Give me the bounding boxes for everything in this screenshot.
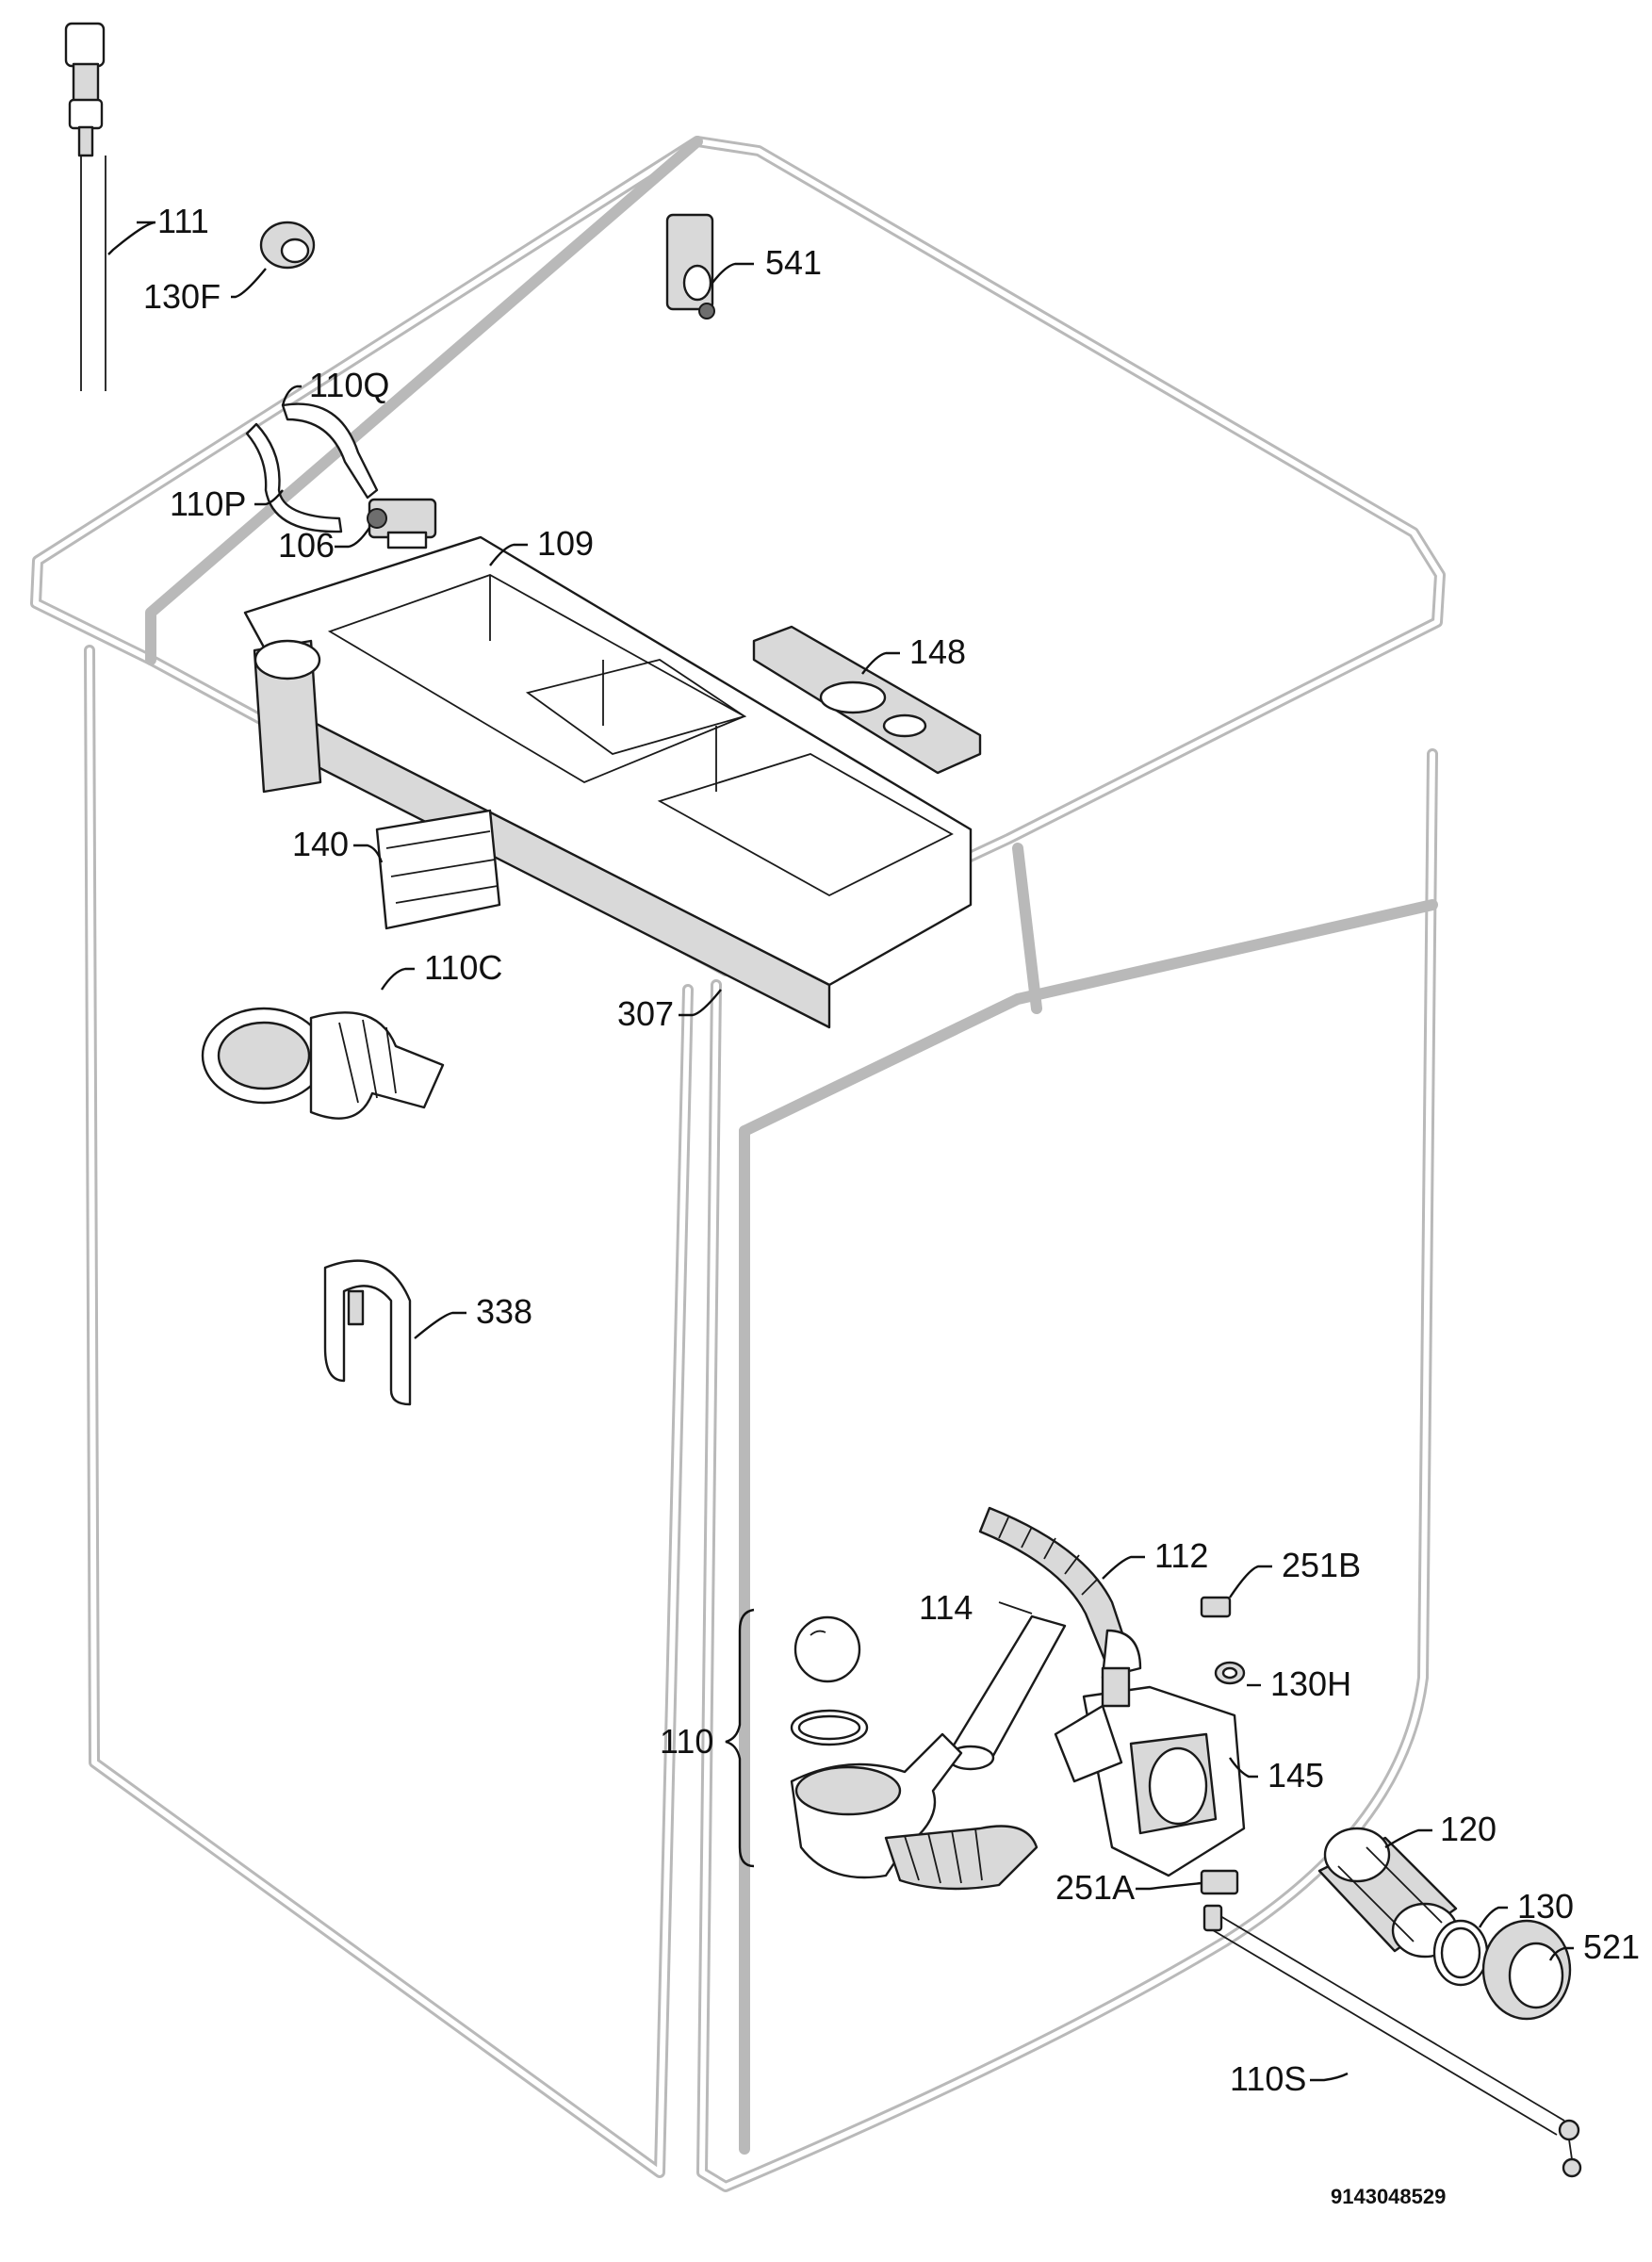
callout-521: 521 (1583, 1927, 1640, 1966)
dispenser-housing-109-307 (243, 535, 973, 1029)
leader-lines (107, 221, 1574, 2082)
clip-251A (1200, 1869, 1239, 1895)
bellows-hose-110C (201, 1007, 445, 1120)
gasket-130F (259, 221, 316, 270)
drain-tube-110S (1202, 1904, 1582, 2178)
filter-120 (1317, 1827, 1459, 1959)
callout-148: 148 (909, 632, 966, 671)
callout-112: 112 (1154, 1536, 1208, 1575)
handle-148 (752, 625, 982, 775)
callout-338: 338 (476, 1292, 532, 1331)
seal-130 (1432, 1919, 1489, 1987)
callout-307: 307 (617, 994, 674, 1033)
clip-251B (1200, 1596, 1232, 1618)
callout-130F: 130F (143, 277, 221, 316)
callout-541: 541 (765, 243, 822, 282)
hose-guide-338 (323, 1259, 412, 1406)
callout-251B: 251B (1282, 1546, 1361, 1584)
callout-130: 130 (1517, 1887, 1574, 1926)
sump-group-110 (725, 1608, 1039, 1891)
bracket-541 (665, 213, 715, 320)
pump-housing-145 (1054, 1666, 1246, 1877)
callout-145: 145 (1268, 1756, 1324, 1795)
callout-110: 110 (660, 1722, 713, 1761)
connector-114 (946, 1601, 1067, 1771)
callout-109: 109 (537, 524, 594, 563)
document-number: 9143048529 (1331, 2185, 1446, 2208)
cabinet-outline (30, 136, 1446, 2192)
callout-110P: 110P (170, 484, 246, 523)
duct-140 (375, 809, 501, 930)
valve-106 (367, 498, 437, 549)
callout-110S: 110S (1230, 2059, 1306, 2098)
gasket-130H (1214, 1661, 1246, 1685)
callout-110C: 110C (424, 948, 502, 987)
inlet-hose-111 (64, 22, 106, 391)
callout-130H: 130H (1270, 1664, 1351, 1703)
callout-120: 120 (1440, 1810, 1497, 1848)
callout-140: 140 (292, 825, 349, 863)
drain-hose-112 (978, 1506, 1142, 1680)
hoses-110Q-110P (245, 402, 379, 533)
callout-106: 106 (278, 526, 335, 565)
callout-114: 114 (919, 1588, 973, 1627)
callout-110Q: 110Q (309, 366, 389, 404)
callout-111: 111 (157, 202, 209, 240)
callout-labels: 111 130F 541 110Q 110P 106 109 148 140 1… (143, 202, 1640, 2208)
cap-521 (1481, 1919, 1572, 2021)
callout-251A: 251A (1055, 1868, 1135, 1907)
